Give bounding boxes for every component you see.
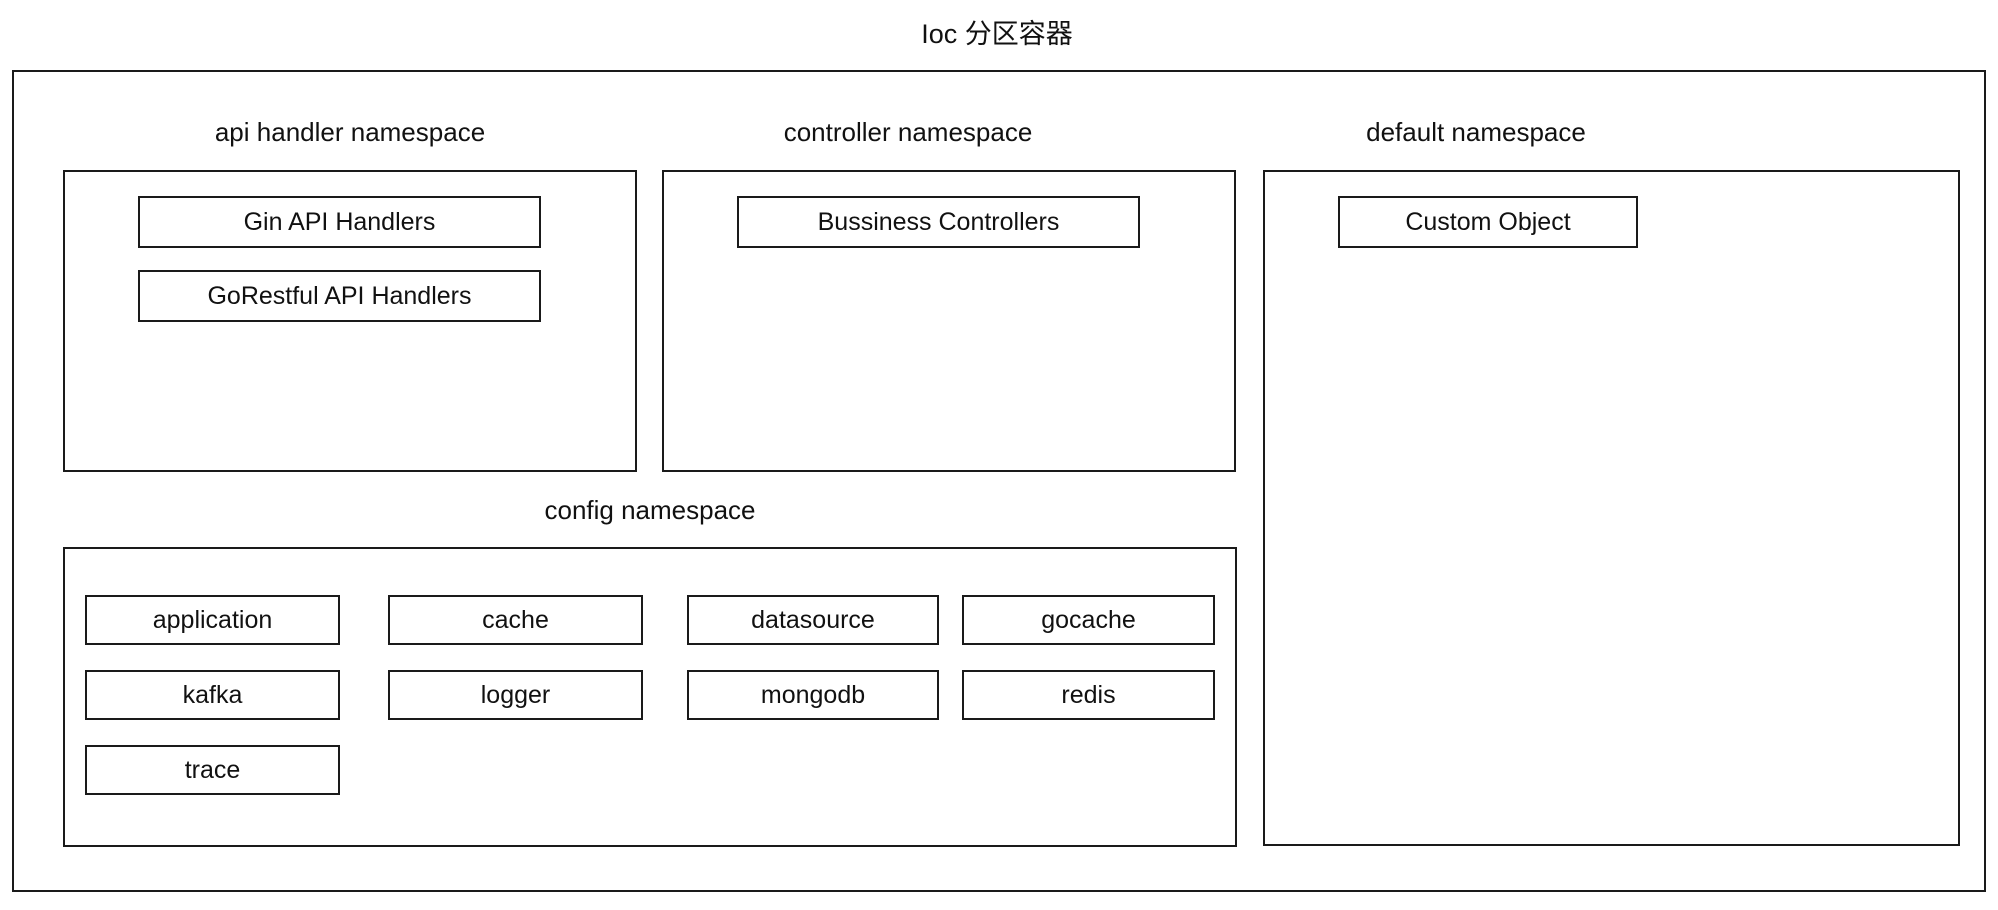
node-mongodb: mongodb xyxy=(687,670,939,720)
node-custom-object: Custom Object xyxy=(1338,196,1638,248)
namespace-label-controller: controller namespace xyxy=(783,117,1033,147)
node-trace: trace xyxy=(85,745,340,795)
node-cache: cache xyxy=(388,595,643,645)
node-application: application xyxy=(85,595,340,645)
namespace-label-default: default namespace xyxy=(1366,117,1586,147)
namespace-label-api-handler: api handler namespace xyxy=(214,117,486,147)
node-gocache: gocache xyxy=(962,595,1215,645)
node-kafka: kafka xyxy=(85,670,340,720)
node-gorestful-api-handlers: GoRestful API Handlers xyxy=(138,270,541,322)
node-gin-api-handlers: Gin API Handlers xyxy=(138,196,541,248)
node-redis: redis xyxy=(962,670,1215,720)
node-bussiness-controllers: Bussiness Controllers xyxy=(737,196,1140,248)
node-datasource: datasource xyxy=(687,595,939,645)
node-logger: logger xyxy=(388,670,643,720)
diagram-title: Ioc 分区容器 xyxy=(921,19,1073,49)
namespace-label-config: config namespace xyxy=(544,495,756,525)
namespace-box-default xyxy=(1263,170,1960,846)
